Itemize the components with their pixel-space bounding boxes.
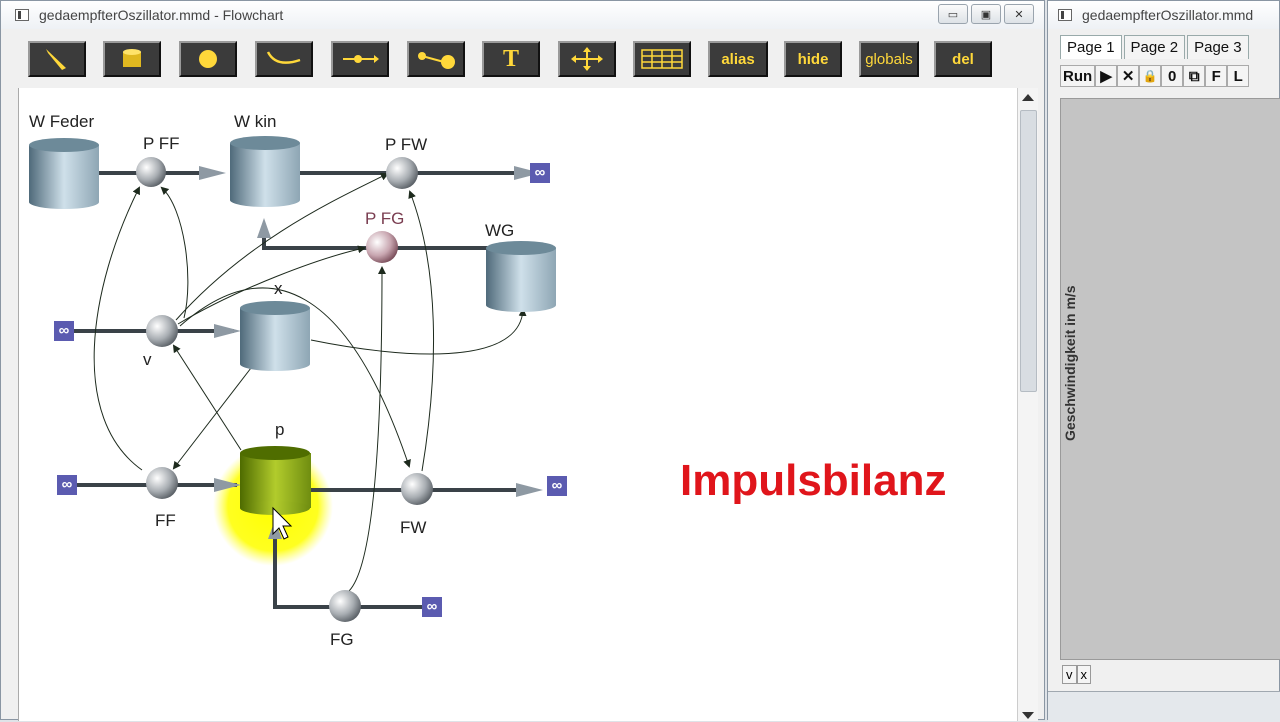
axis-buttons: v x xyxy=(1062,665,1091,684)
stock-w-feder[interactable] xyxy=(29,138,99,209)
arrow-pointer-icon xyxy=(46,49,66,70)
hide-tool[interactable]: hide xyxy=(784,41,842,77)
move-tool[interactable] xyxy=(558,41,616,77)
run-button[interactable]: Run xyxy=(1060,65,1096,87)
maximize-button[interactable]: ▣ xyxy=(971,4,1001,24)
rate-p-fg[interactable] xyxy=(366,231,398,263)
l-button[interactable]: L xyxy=(1227,65,1250,87)
label-p-fw: P FW xyxy=(385,135,428,154)
curve-connector-icon xyxy=(266,51,301,64)
flow-tool[interactable] xyxy=(331,41,389,77)
stock-wg[interactable] xyxy=(486,241,556,312)
tab-page-3[interactable]: Page 3 xyxy=(1187,35,1249,59)
label-p-ff: P FF xyxy=(143,134,180,153)
hide-label: hide xyxy=(797,50,829,68)
toolbar: T alias hide globals del xyxy=(16,37,1018,87)
run-controls: Run ▶ ✕ 🔒 0 ⧉ F L xyxy=(1060,65,1250,87)
mouse-cursor-icon xyxy=(272,506,293,540)
copy-icon[interactable]: ⧉ xyxy=(1183,65,1206,87)
delete-tool[interactable]: del xyxy=(934,41,992,77)
stop-icon[interactable]: ✕ xyxy=(1117,65,1140,87)
graph-window: gedaempfterOszillator.mmd Page 1 Page 2 … xyxy=(1047,0,1280,722)
rate-p-fw[interactable] xyxy=(386,157,418,189)
diagram-canvas[interactable]: ∞ ∞ ∞ ∞ ∞ W Feder P FF W kin P FW P FG W… xyxy=(18,88,1018,721)
sphere-icon xyxy=(199,50,217,68)
graph-window-title: gedaempfterOszillator.mmd xyxy=(1082,7,1254,23)
pointer-tool[interactable] xyxy=(28,41,86,77)
alias-tool[interactable]: alias xyxy=(708,41,768,77)
stock-tool[interactable] xyxy=(103,41,161,77)
move-arrows-icon xyxy=(571,47,603,71)
graph-window-footer xyxy=(1048,691,1280,722)
maximize-icon: ▣ xyxy=(980,8,992,21)
rate-fg[interactable] xyxy=(329,590,361,622)
reset-zero-button[interactable]: 0 xyxy=(1161,65,1184,87)
valve-flow-icon xyxy=(418,52,455,69)
label-wg: WG xyxy=(485,221,515,240)
label-x: x xyxy=(274,279,283,298)
title-bar: gedaempfterOszillator.mmd - Flowchart ▭ … xyxy=(1,1,1044,29)
minimize-icon: ▭ xyxy=(947,8,959,21)
label-p: p xyxy=(275,420,285,439)
globals-tool[interactable]: globals xyxy=(859,41,919,77)
text-tool-label: T xyxy=(502,45,519,72)
grid-tool[interactable] xyxy=(633,41,691,77)
rate-v[interactable] xyxy=(146,315,178,347)
label-p-fg: P FG xyxy=(365,209,405,228)
infinity-source-icon[interactable]: ∞ xyxy=(57,475,77,495)
infinity-sink-icon[interactable]: ∞ xyxy=(547,476,567,496)
graph-area[interactable] xyxy=(1060,98,1280,660)
rate-ff[interactable] xyxy=(146,467,178,499)
label-fw: FW xyxy=(400,518,427,537)
alias-label: alias xyxy=(721,50,755,68)
y-axis-label: Geschwindigkeit in m/s xyxy=(1062,285,1078,441)
valve-flow-tool[interactable] xyxy=(407,41,465,77)
close-icon: ✕ xyxy=(1014,8,1024,21)
scroll-down-icon[interactable] xyxy=(1022,712,1034,719)
label-fg: FG xyxy=(330,630,354,649)
variable-tool[interactable] xyxy=(179,41,237,77)
x-button[interactable]: x xyxy=(1076,665,1091,684)
minimize-button[interactable]: ▭ xyxy=(938,4,968,24)
label-w-kin: W kin xyxy=(234,112,277,131)
infinity-source-icon[interactable]: ∞ xyxy=(54,321,74,341)
v-button[interactable]: v xyxy=(1062,665,1077,684)
infinity-sink-icon[interactable]: ∞ xyxy=(422,597,442,617)
close-button[interactable]: ✕ xyxy=(1004,4,1034,24)
f-button[interactable]: F xyxy=(1205,65,1228,87)
grid-icon xyxy=(641,49,683,69)
diagram-svg xyxy=(29,136,556,622)
tab-page-1[interactable]: Page 1 xyxy=(1060,35,1122,59)
annotation-impulsbilanz: Impulsbilanz xyxy=(680,456,947,505)
cylinder-icon xyxy=(123,49,141,67)
lock-icon[interactable]: 🔒 xyxy=(1139,65,1162,87)
infinity-sink-icon[interactable]: ∞ xyxy=(530,163,550,183)
vertical-scrollbar[interactable] xyxy=(1017,88,1038,721)
page-tabs: Page 1 Page 2 Page 3 xyxy=(1060,35,1251,59)
rate-fw[interactable] xyxy=(401,473,433,505)
flow-arrow-icon xyxy=(343,55,379,63)
label-w-feder: W Feder xyxy=(29,112,95,131)
delete-label: del xyxy=(952,50,974,68)
globals-label: globals xyxy=(865,50,913,68)
label-v: v xyxy=(143,350,152,369)
label-ff: FF xyxy=(155,511,176,530)
graph-title-bar: gedaempfterOszillator.mmd xyxy=(1048,1,1279,29)
stock-x[interactable] xyxy=(240,301,310,371)
scroll-up-icon[interactable] xyxy=(1022,94,1034,101)
stock-p[interactable] xyxy=(240,446,311,515)
tab-page-2[interactable]: Page 2 xyxy=(1123,35,1186,59)
scroll-thumb[interactable] xyxy=(1020,110,1037,392)
flowchart-window: gedaempfterOszillator.mmd - Flowchart ▭ … xyxy=(0,0,1045,721)
connector-tool[interactable] xyxy=(255,41,313,77)
text-tool[interactable]: T xyxy=(482,41,540,77)
play-icon[interactable]: ▶ xyxy=(1095,65,1118,87)
app-icon xyxy=(15,9,29,21)
rate-p-ff[interactable] xyxy=(136,157,166,187)
stock-w-kin[interactable] xyxy=(230,136,300,207)
graph-app-icon xyxy=(1058,9,1072,21)
window-title: gedaempfterOszillator.mmd - Flowchart xyxy=(39,7,284,23)
